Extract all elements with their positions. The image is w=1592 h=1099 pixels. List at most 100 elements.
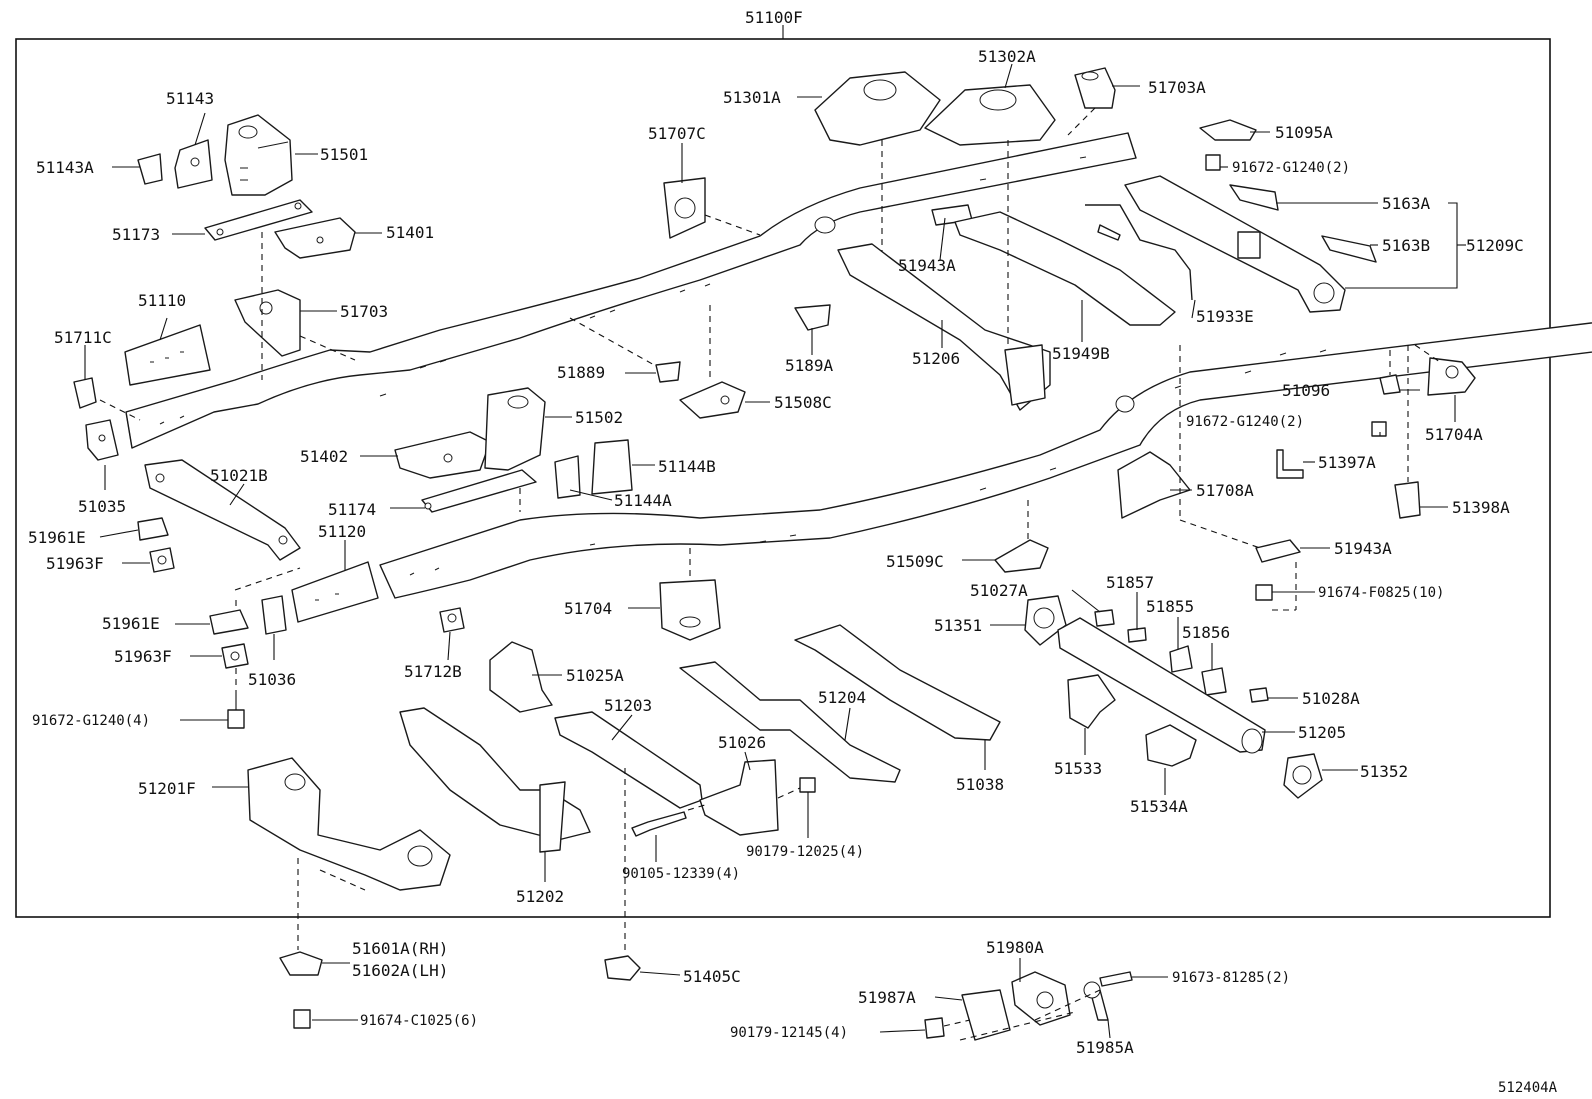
label-part-51397A: 51397A [1318,453,1376,472]
label-part-51110: 51110 [138,291,186,310]
part-51174-bracket [421,469,537,513]
part-51206-crossmember [837,243,1051,411]
part-51144B-bracket [591,439,633,495]
label-part-51095A: 51095A [1275,123,1333,142]
label-part-51985A: 51985A [1076,1038,1134,1057]
part-51963F-cushion-lower [221,643,249,669]
label-part-51943A-upper: 51943A [898,256,956,275]
part-5163A-bracket [1229,184,1279,211]
label-bolt-91672-G1240-4: 91672-G1240(4) [32,713,150,729]
bolt-91672-G1240-2-lower [1371,421,1387,437]
part-51352-gasket [1283,753,1323,799]
part-51533-bracket [1067,674,1116,729]
label-part-51021B: 51021B [210,466,268,485]
part-51036-bracket [261,595,287,635]
part-51703-bracket [234,289,301,357]
label-part-51201F: 51201F [138,779,196,798]
label-part-51203: 51203 [604,696,652,715]
part-51173-bracket [204,199,313,241]
label-part-51533: 51533 [1054,759,1102,778]
label-part-51036: 51036 [248,670,296,689]
part-51704A-bracket [1427,357,1476,396]
label-part-51961E-upper: 51961E [28,528,86,547]
label-part-51026: 51026 [718,733,766,752]
part-51027A-clip [1094,609,1115,627]
label-part-51949B: 51949B [1052,344,1110,363]
part-51856-bracket [1201,667,1227,696]
label-part-51943A-lower: 51943A [1334,539,1392,558]
label-part-51703: 51703 [340,302,388,321]
label-nut-90179-12025-4: 90179-12025(4) [746,844,864,860]
label-part-51173: 51173 [112,225,160,244]
label-part-51205: 51205 [1298,723,1346,742]
part-51203-crossmember [554,711,703,809]
label-bolt-91672-G1240-2-lower: 91672-G1240(2) [1186,414,1304,430]
part-51711C-bracket [73,377,97,409]
label-part-51708A: 51708A [1196,481,1254,500]
part-51508C-bracket [679,381,746,419]
label-part-51027A: 51027A [970,581,1028,600]
label-part-51501: 51501 [320,145,368,164]
bolt-90105-12339-4 [631,811,687,837]
part-51144A-bracket [554,455,581,499]
label-part-51855: 51855 [1146,597,1194,616]
label-part-51120: 51120 [318,522,366,541]
label-frame-assembly: 51100F [745,8,803,27]
part-51351-gasket [1024,595,1067,646]
label-bolt-91674-F0825-10: 91674-F0825(10) [1318,585,1444,601]
part-51857-clip [1127,627,1147,643]
label-part-51096: 51096 [1282,381,1330,400]
part-51704-cover [659,579,721,641]
part-51398A-bracket [1394,481,1421,519]
part-51889-clip [655,361,681,383]
label-part-51963F-lower: 51963F [114,647,172,666]
nut-90179-12025-4 [799,777,816,793]
label-part-51704A: 51704A [1425,425,1483,444]
label-part-51038: 51038 [956,775,1004,794]
label-part-51398A: 51398A [1452,498,1510,517]
label-part-51035: 51035 [78,497,126,516]
label-part-51602A-LH: 51602A(LH) [352,961,448,980]
part-51143A-bracket [137,153,163,185]
part-51985A-hook [1083,981,1109,1021]
label-part-5189A: 5189A [785,356,834,375]
part-51949B-crossmember [954,211,1176,326]
label-part-51933E: 51933E [1196,307,1254,326]
label-part-51206: 51206 [912,349,960,368]
part-51712B-bracket [439,607,465,633]
part-51501-bracket [224,114,293,196]
nut-90179-12145-4 [924,1017,945,1039]
label-part-51508C: 51508C [774,393,832,412]
part-51601A-51602A-cushion [279,951,323,976]
label-part-51143: 51143 [166,89,214,108]
label-part-51963F-upper: 51963F [46,554,104,573]
part-51534A-bracket [1145,724,1197,767]
label-part-51961E-lower: 51961E [102,614,160,633]
label-part-51202: 51202 [516,887,564,906]
label-bolt-91673-81285-2: 91673-81285(2) [1172,970,1290,986]
label-part-51144B: 51144B [658,457,716,476]
part-51707C-bracket [663,177,706,239]
label-part-51534A: 51534A [1130,797,1188,816]
label-bolt-91672-G1240-2-upper: 91672-G1240(2) [1232,160,1350,176]
label-part-51352: 51352 [1360,762,1408,781]
label-part-51509C: 51509C [886,552,944,571]
part-51025A-bracket [489,641,553,713]
label-part-51028A: 51028A [1302,689,1360,708]
part-51120-member [291,561,379,623]
label-part-51204: 51204 [818,688,866,707]
label-part-51401: 51401 [386,223,434,242]
part-51855-bracket [1169,645,1193,673]
part-51708A-bracket [1117,451,1191,519]
bolt-91672-G1240-4 [227,696,245,729]
part-51201F-crossmember [247,757,451,891]
part-51405C-nut [604,955,641,981]
part-51110-member [124,324,211,386]
label-bolt-91674-C1025-6: 91674-C1025(6) [360,1013,478,1029]
label-part-51025A: 51025A [566,666,624,685]
part-51143-bracket [174,139,213,189]
label-part-51351: 51351 [934,616,982,635]
part-number-labels: 51143 51143A 51501 51173 51401 51110 517… [28,47,1524,1057]
label-part-51143A: 51143A [36,158,94,177]
bolt-91674-F0825-10 [1255,584,1273,601]
